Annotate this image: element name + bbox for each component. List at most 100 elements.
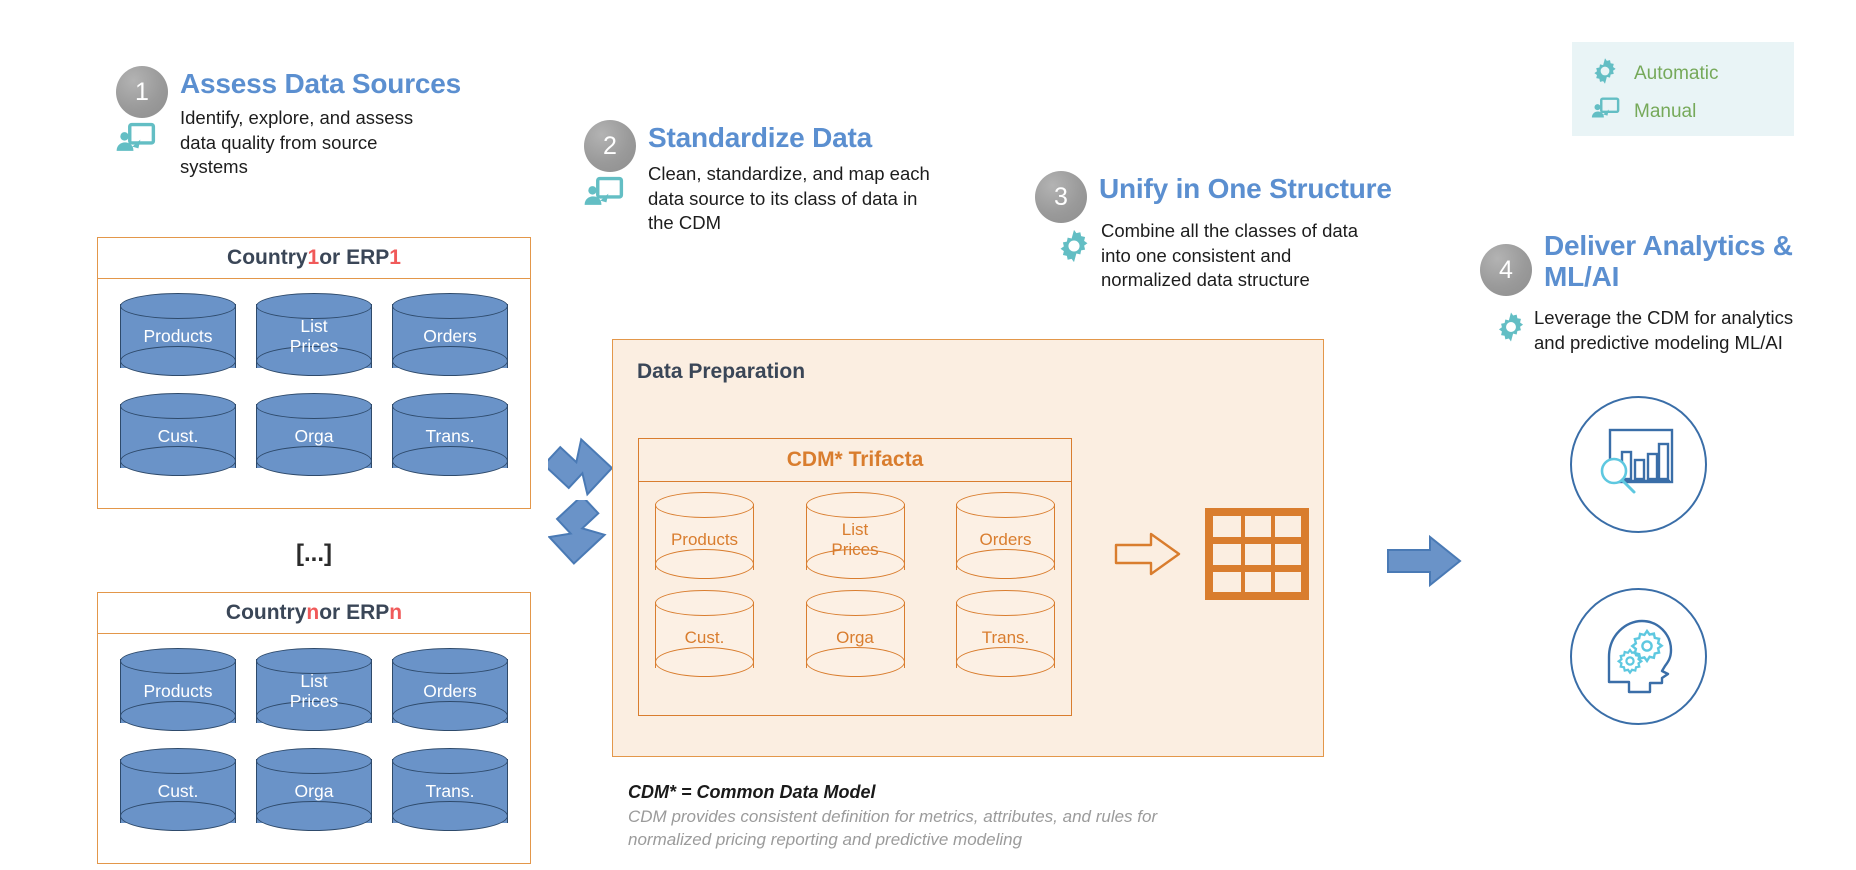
db-cylinder-label: Products xyxy=(143,680,213,701)
ai-head-gears-icon xyxy=(1572,619,1705,727)
step-1-description: Identify, explore, and assess data quali… xyxy=(180,107,414,178)
footnote-body: CDM provides consistent definition for m… xyxy=(628,807,1158,849)
db-cylinder-label: Trans. xyxy=(425,780,475,801)
source-1-index-a: 1 xyxy=(307,246,320,269)
cdm-cylinder-label: Orders xyxy=(979,529,1032,549)
cylinder-top xyxy=(392,293,508,319)
data-preparation-title: Data Preparation xyxy=(637,360,806,383)
cylinder-top xyxy=(120,748,236,774)
cylinder-top xyxy=(392,748,508,774)
step-3-number: 3 xyxy=(1035,171,1087,223)
step-3-description: Combine all the classes of data into one… xyxy=(1101,220,1359,291)
output-circle-analytics xyxy=(1570,396,1707,533)
source-box-country-1: Country 1 or ERP 1 Products List Prices xyxy=(97,237,531,509)
source-1-title-prefix: Country xyxy=(227,246,308,269)
step-4-number: 4 xyxy=(1480,244,1532,296)
arrow-source1-to-prep-icon xyxy=(542,428,620,507)
db-cylinder-list-prices: List Prices xyxy=(256,648,372,734)
cylinder-top xyxy=(120,393,236,419)
source-box-1-title: Country 1 or ERP 1 xyxy=(98,238,530,279)
source-2-index-a: n xyxy=(306,601,320,624)
cdm-cylinder-orders: Orders xyxy=(956,492,1055,584)
db-cylinder-orga: Orga xyxy=(256,748,372,834)
source-2-row-1: Products List Prices Orders xyxy=(120,648,508,734)
cdm-cylinder-label: List Prices xyxy=(831,519,879,559)
step-2-title: Standardize Data xyxy=(648,122,872,153)
db-cylinder-label: Orders xyxy=(423,325,477,346)
footnote-title: CDM* = Common Data Model xyxy=(628,782,876,802)
cylinder-top xyxy=(805,492,905,518)
source-2-title-prefix: Country xyxy=(225,601,307,624)
db-cylinder-label: Cust. xyxy=(157,425,199,446)
legend-label-automatic: Automatic xyxy=(1634,62,1719,84)
db-cylinder-label: Cust. xyxy=(157,780,199,801)
arrow-prep-to-outputs-icon xyxy=(1386,534,1464,593)
cdm-trifacta-box: CDM* Trifacta Products List Prices xyxy=(638,438,1072,716)
cylinder-top xyxy=(256,293,372,319)
db-cylinder-label: Orga xyxy=(294,425,334,446)
step-2-number: 2 xyxy=(584,120,636,172)
cylinder-top xyxy=(120,293,236,319)
gear-icon xyxy=(1055,227,1093,270)
source-1-row-1: Products List Prices Orders xyxy=(120,293,508,379)
manual-presentation-icon xyxy=(114,118,156,165)
arrow-source2-to-prep-icon xyxy=(547,494,620,579)
cylinder-top xyxy=(120,648,236,674)
cdm-cylinder-label: Trans. xyxy=(981,627,1030,647)
db-cylinder-orders: Orders xyxy=(392,648,508,734)
db-cylinder-orders: Orders xyxy=(392,293,508,379)
cylinder-top xyxy=(256,648,372,674)
cdm-cylinder-orga: Orga xyxy=(805,590,905,682)
cylinder-bottom xyxy=(392,801,508,831)
db-cylinder-label: Trans. xyxy=(425,425,475,446)
gear-icon xyxy=(1494,310,1528,349)
cylinder-top xyxy=(655,492,754,518)
cylinder-bottom xyxy=(392,446,508,476)
cdm-row-1: Products List Prices Orders xyxy=(655,492,1055,584)
db-cylinder-label: Orders xyxy=(423,680,477,701)
cylinder-top xyxy=(655,590,754,616)
cdm-cylinder-label: Products xyxy=(670,529,739,549)
cylinder-bottom xyxy=(655,549,754,579)
source-box-2-title: Country n or ERP n xyxy=(98,593,530,634)
legend-item-automatic: Automatic xyxy=(1590,56,1718,91)
cdm-cylinder-label: Orga xyxy=(836,627,874,647)
output-circle-ml-ai xyxy=(1570,588,1707,725)
cylinder-bottom xyxy=(805,647,905,677)
cylinder-bottom xyxy=(392,346,508,376)
step-1-number: 1 xyxy=(116,66,168,118)
sources-ellipsis: [...] xyxy=(296,540,332,567)
source-1-title-middle: or ERP xyxy=(319,246,390,269)
db-cylinder-cust: Cust. xyxy=(120,393,236,479)
db-cylinder-list-prices: List Prices xyxy=(256,293,372,379)
cylinder-bottom xyxy=(120,801,236,831)
cdm-cylinder-products: Products xyxy=(655,492,754,584)
cylinder-bottom xyxy=(120,346,236,376)
cylinder-top xyxy=(956,590,1055,616)
cylinder-bottom xyxy=(956,549,1055,579)
manual-presentation-icon xyxy=(1590,94,1620,129)
cdm-cylinder-label: Cust. xyxy=(684,627,725,647)
cylinder-bottom xyxy=(956,647,1055,677)
cylinder-bottom xyxy=(256,701,372,731)
step-2-description: Clean, standardize, and map each data so… xyxy=(648,163,930,234)
analytics-barchart-magnifier-icon xyxy=(1572,428,1705,535)
legend-panel: Automatic Manual xyxy=(1572,42,1794,136)
cylinder-top xyxy=(956,492,1055,518)
cylinder-top xyxy=(256,393,372,419)
gear-icon xyxy=(1590,56,1620,91)
db-cylinder-label: List Prices xyxy=(289,315,339,356)
db-cylinder-orga: Orga xyxy=(256,393,372,479)
source-box-country-n: Country n or ERP n Products List Prices xyxy=(97,592,531,864)
source-1-row-2: Cust. Orga Trans. xyxy=(120,393,508,479)
cylinder-bottom xyxy=(805,549,905,579)
source-2-title-middle: or ERP xyxy=(319,601,390,624)
step-1-title: Assess Data Sources xyxy=(180,68,462,99)
db-cylinder-trans: Trans. xyxy=(392,393,508,479)
cylinder-bottom xyxy=(256,346,372,376)
cylinder-top xyxy=(392,393,508,419)
legend-label-manual: Manual xyxy=(1634,100,1697,122)
step-3-title: Unify in One Structure xyxy=(1099,173,1392,204)
footnote: CDM* = Common Data Model CDM provides co… xyxy=(628,782,1388,852)
cdm-cylinder-cust: Cust. xyxy=(655,590,754,682)
